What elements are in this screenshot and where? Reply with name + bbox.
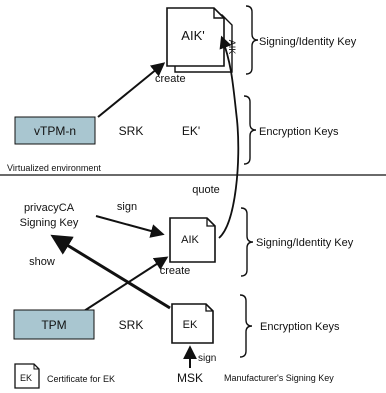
- quote-label-bg: [188, 182, 224, 196]
- privacyca-label-line2: Signing Key: [20, 217, 79, 229]
- aik-label: AIK: [181, 234, 199, 246]
- create-label-top: create: [155, 73, 186, 85]
- aik-prime-certificate-icon: [166, 7, 233, 73]
- vtpm-box: [14, 116, 96, 145]
- signing-key-brace-bottom: [240, 207, 254, 277]
- srk-label-top: SRK: [119, 124, 144, 138]
- aik-certificate-icon: [169, 217, 216, 263]
- quote-arrow: [218, 35, 240, 239]
- show-label: show: [29, 256, 55, 268]
- show-arrow: [50, 234, 171, 310]
- legend-certificate-icon: [14, 363, 40, 389]
- ek-certificate-icon: [171, 303, 214, 344]
- ek-label: EK: [183, 319, 198, 331]
- ek-prime-label: EK': [182, 124, 200, 138]
- create-arrow-bottom: [83, 256, 169, 312]
- create-arrow-top: [97, 62, 166, 118]
- brace-encryption-label-bottom: Encryption Keys: [260, 321, 340, 333]
- legend-icon-label: EK: [20, 373, 32, 383]
- tpm-box: [13, 309, 95, 340]
- tpm-label: TPM: [41, 318, 66, 332]
- brace-signing-label-bottom: Signing/Identity Key: [256, 237, 354, 249]
- encryption-brace-top: [243, 95, 257, 165]
- privacyca-label-line1: privacyCA: [24, 202, 75, 214]
- sign-arrow-privacyca: [95, 215, 165, 238]
- create-label-bottom: create: [160, 265, 191, 277]
- msk-label: MSK: [177, 371, 203, 385]
- srk-label-bottom: SRK: [119, 318, 144, 332]
- msk-description: Manufacturer's Signing Key: [224, 373, 334, 383]
- encryption-brace-bottom: [239, 294, 253, 358]
- quote-label: quote: [192, 184, 220, 196]
- msk-sign-label: sign: [198, 353, 216, 364]
- sign-label-privacyca: sign: [117, 201, 137, 213]
- aik-prime-label: AIK': [181, 28, 204, 43]
- brace-encryption-label-top: Encryption Keys: [259, 126, 339, 138]
- virtualized-environment-label: Virtualized environment: [7, 163, 101, 173]
- aik-prime-cert-label: AIK: [227, 40, 237, 55]
- legend-text: Certificate for EK: [47, 374, 115, 384]
- signing-key-brace-top: [245, 5, 259, 75]
- vtpm-label: vTPM-n: [34, 124, 76, 138]
- brace-signing-label-top: Signing/Identity Key: [259, 36, 357, 48]
